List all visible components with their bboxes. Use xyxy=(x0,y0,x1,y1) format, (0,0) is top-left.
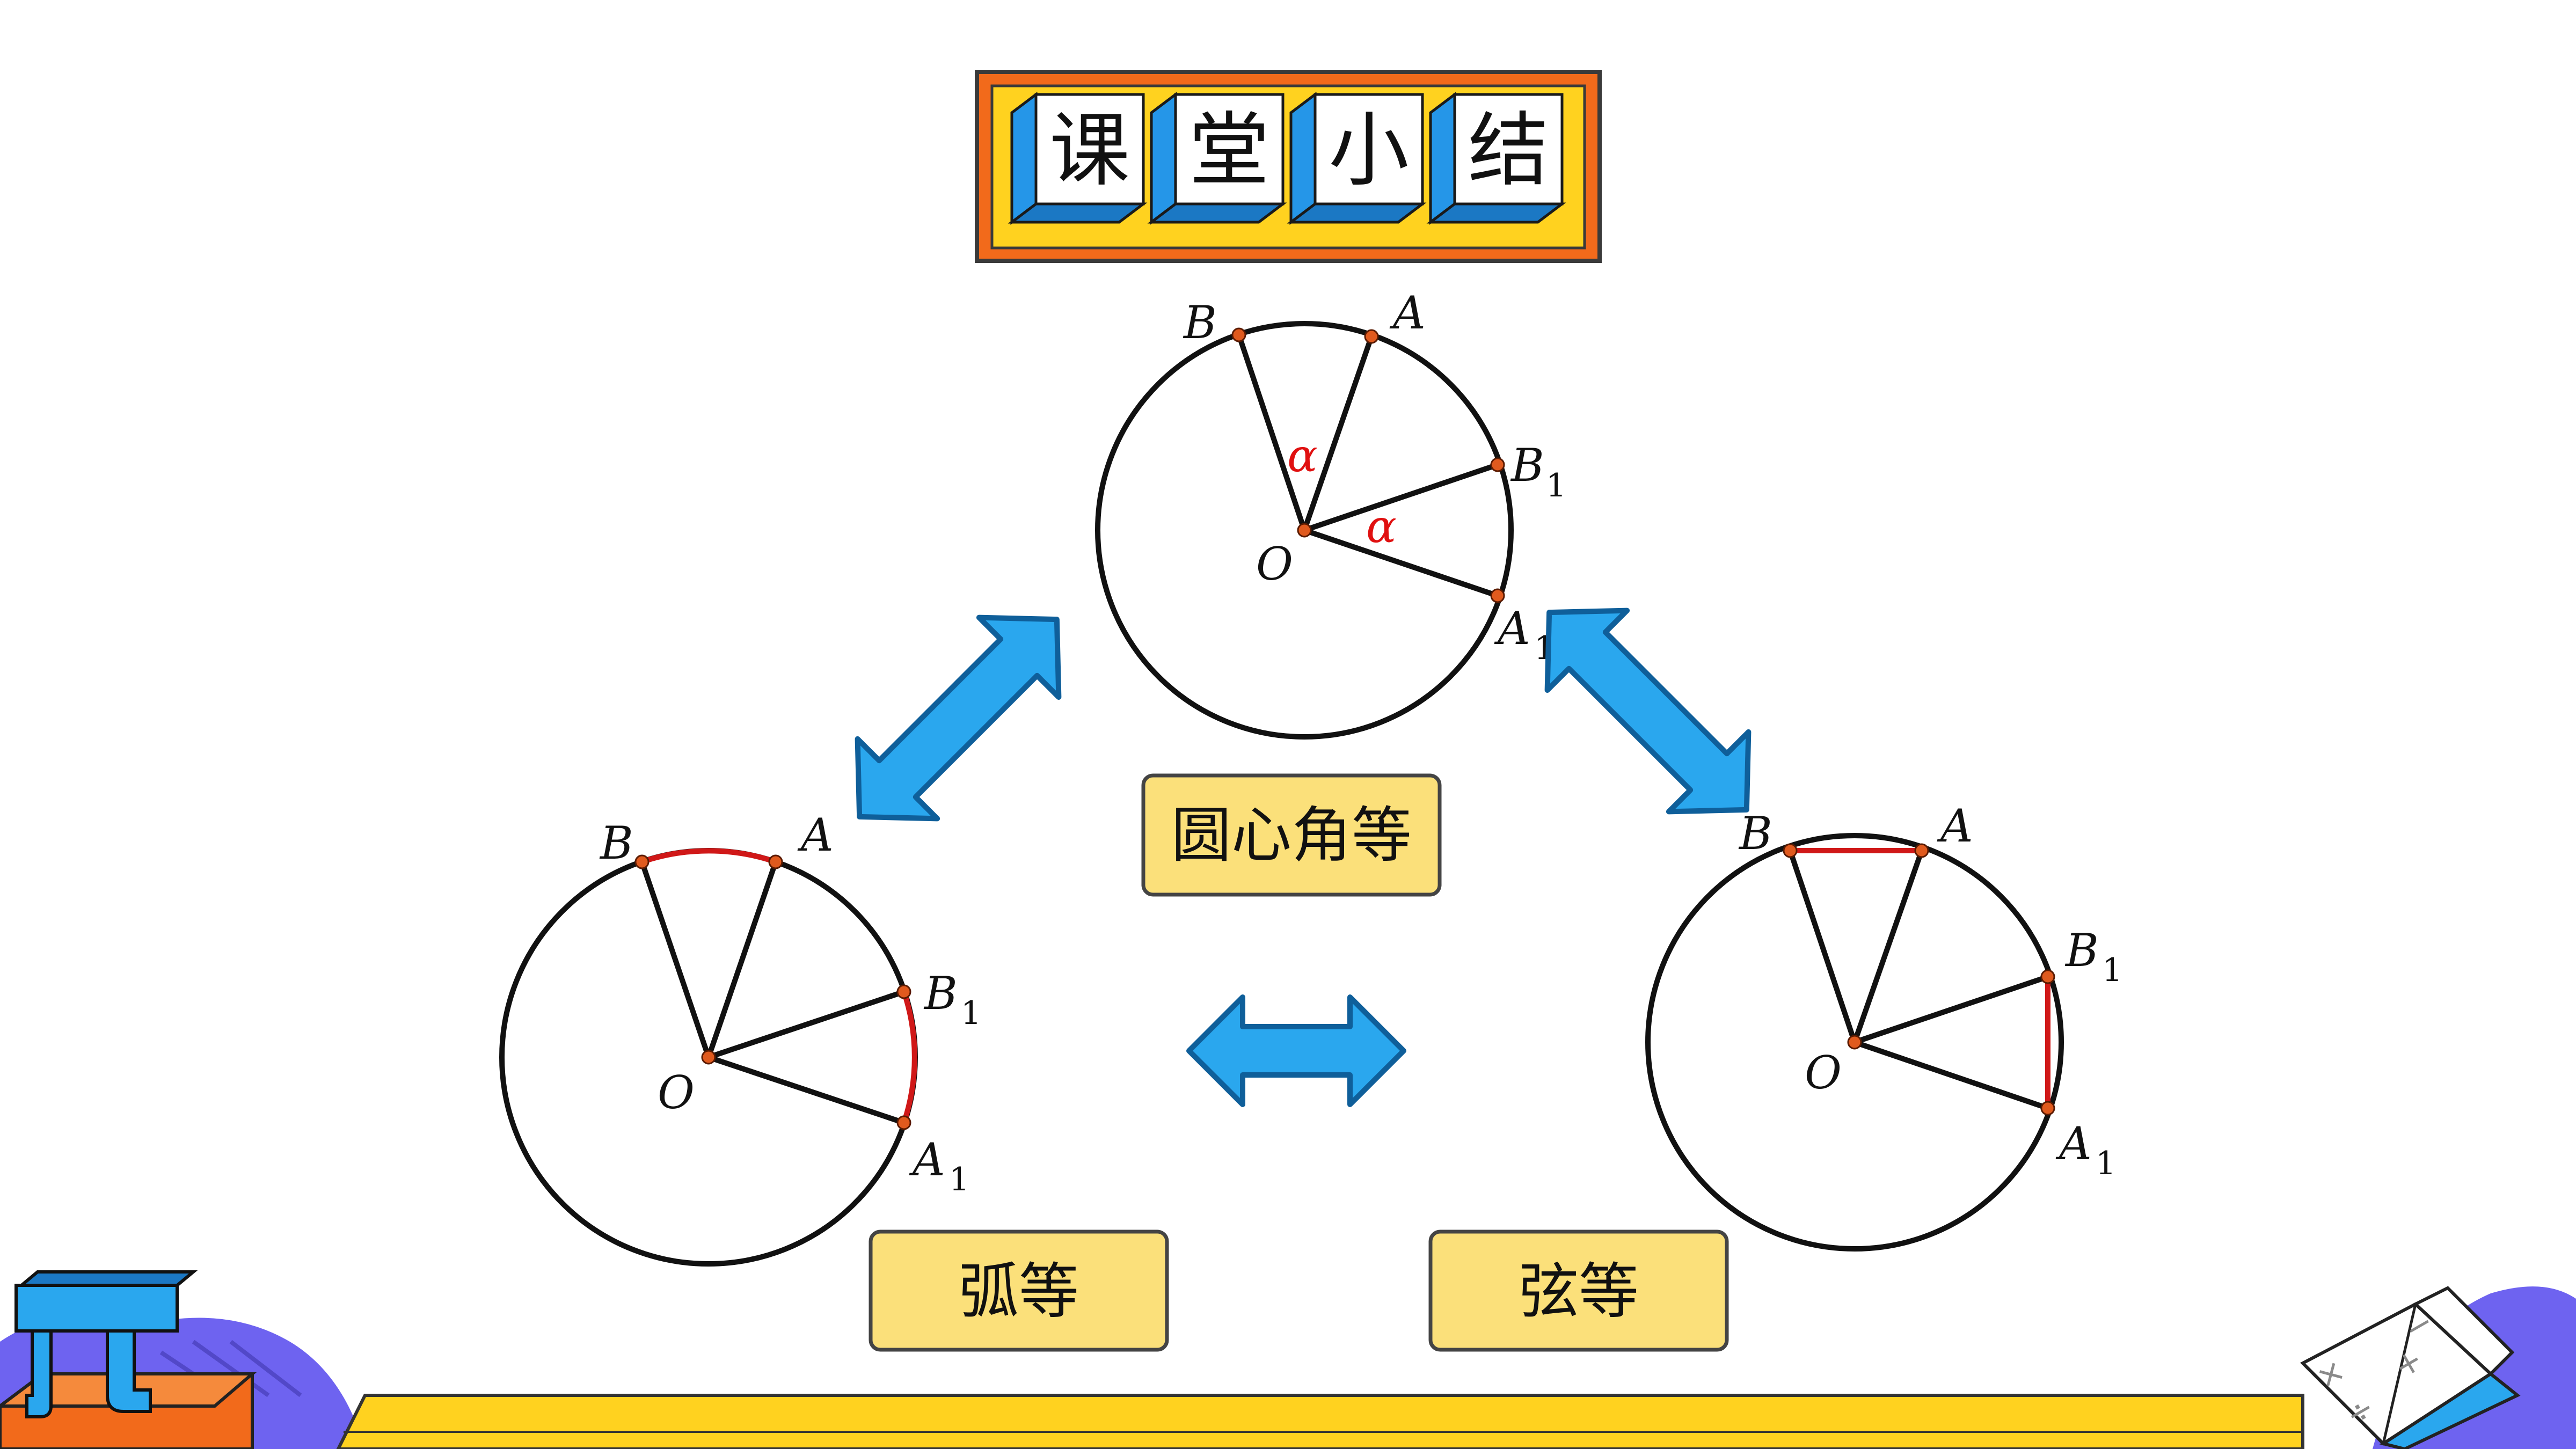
point-B1-top xyxy=(1490,457,1505,472)
alpha-label-lower: α xyxy=(1366,500,1397,553)
circle-chord: B A B 1 A 1 O xyxy=(1645,800,2122,1252)
radius-OB-top xyxy=(1236,334,1307,531)
caption-central-angle-text: 圆心角等 xyxy=(1171,801,1412,870)
label-A1-sub-left: 1 xyxy=(949,1161,969,1198)
circle-right xyxy=(1645,833,2064,1252)
label-A1-left: A xyxy=(909,1133,945,1186)
radius-OA-left xyxy=(706,861,778,1058)
label-B1-right: B xyxy=(2064,924,2099,977)
point-B-right xyxy=(1783,843,1798,858)
radius-OB1-right xyxy=(1853,974,2049,1045)
label-O-right: O xyxy=(1805,1046,1842,1099)
arc-AB-highlight xyxy=(641,848,777,865)
label-A-right: A xyxy=(1937,800,1973,852)
radius-OA1-right xyxy=(1853,1040,2049,1111)
point-A1-left xyxy=(896,1115,911,1130)
caption-chord-text: 弦等 xyxy=(1519,1257,1639,1327)
radius-OA-top xyxy=(1302,335,1374,531)
point-B-top xyxy=(1231,327,1246,342)
radius-OB1-left xyxy=(707,989,905,1060)
title-block-3: 小 xyxy=(1287,91,1427,225)
double-arrow-icon-left xyxy=(855,614,1062,822)
open-book-icon: × ÷ − + xyxy=(2300,1286,2521,1449)
radius-OB1-top xyxy=(1303,462,1499,533)
circle-arc: B A B 1 A 1 O xyxy=(499,809,981,1267)
label-A-top: A xyxy=(1389,287,1426,339)
circle-top xyxy=(1095,321,1514,740)
radius-OA1-left xyxy=(707,1055,905,1125)
radius-OA-right xyxy=(1852,850,1924,1043)
double-arrow-icon-bottom xyxy=(1186,994,1406,1107)
point-A-left xyxy=(768,854,783,869)
label-B1-sub-top: 1 xyxy=(1546,467,1566,504)
point-A1-right xyxy=(2040,1101,2055,1116)
label-A1-top: A xyxy=(1494,602,1530,655)
circle-central-angle: B A B 1 A 1 O α α xyxy=(1095,287,1566,740)
label-B1-sub-right: 1 xyxy=(2102,952,2122,989)
point-B1-left xyxy=(896,984,911,999)
caption-arc: 弧等 xyxy=(869,1230,1169,1352)
label-O-top: O xyxy=(1256,538,1293,590)
title-char-2: 堂 xyxy=(1189,104,1269,197)
title-block-2: 堂 xyxy=(1147,91,1287,225)
caption-chord: 弦等 xyxy=(1428,1230,1729,1352)
title-banner: 课 堂 小 结 xyxy=(975,70,1602,263)
arc-A1B1-highlight xyxy=(901,991,917,1124)
radius-OB-left xyxy=(639,861,711,1058)
label-A1-sub-right: 1 xyxy=(2096,1145,2116,1182)
footer-decoration xyxy=(0,1286,2576,1449)
radius-OB-right xyxy=(1787,850,1857,1043)
title-char-3: 小 xyxy=(1329,104,1409,197)
point-B1-right xyxy=(2040,969,2055,984)
title-char-1: 课 xyxy=(1049,104,1130,197)
footer-strip xyxy=(336,1394,2304,1449)
label-B-right: B xyxy=(1738,807,1772,860)
point-B-left xyxy=(634,854,650,869)
alpha-label-upper: α xyxy=(1287,429,1318,482)
caption-central-angle: 圆心角等 xyxy=(1141,773,1442,897)
point-O-top xyxy=(1297,523,1312,538)
point-A-right xyxy=(1914,843,1929,858)
label-B1-top: B xyxy=(1510,439,1544,492)
title-block-4: 结 xyxy=(1426,91,1566,225)
label-A-left: A xyxy=(797,809,834,861)
pi-icon xyxy=(14,1270,198,1418)
point-O-left xyxy=(701,1050,716,1065)
double-arrow-icon-right xyxy=(1544,608,1752,815)
label-B1-sub-left: 1 xyxy=(961,994,981,1032)
label-B1-left: B xyxy=(923,967,958,1020)
label-O-left: O xyxy=(658,1066,695,1119)
label-B-left: B xyxy=(599,817,633,869)
point-A-top xyxy=(1364,329,1379,344)
caption-arc-text: 弧等 xyxy=(959,1257,1079,1327)
label-A1-right: A xyxy=(2055,1117,2092,1170)
radius-OA1-top xyxy=(1303,528,1499,598)
label-B-top: B xyxy=(1183,296,1217,349)
title-char-4: 结 xyxy=(1468,104,1549,197)
point-A1-top xyxy=(1490,588,1505,603)
point-O-right xyxy=(1847,1035,1862,1050)
title-block-1: 课 xyxy=(1008,91,1148,225)
